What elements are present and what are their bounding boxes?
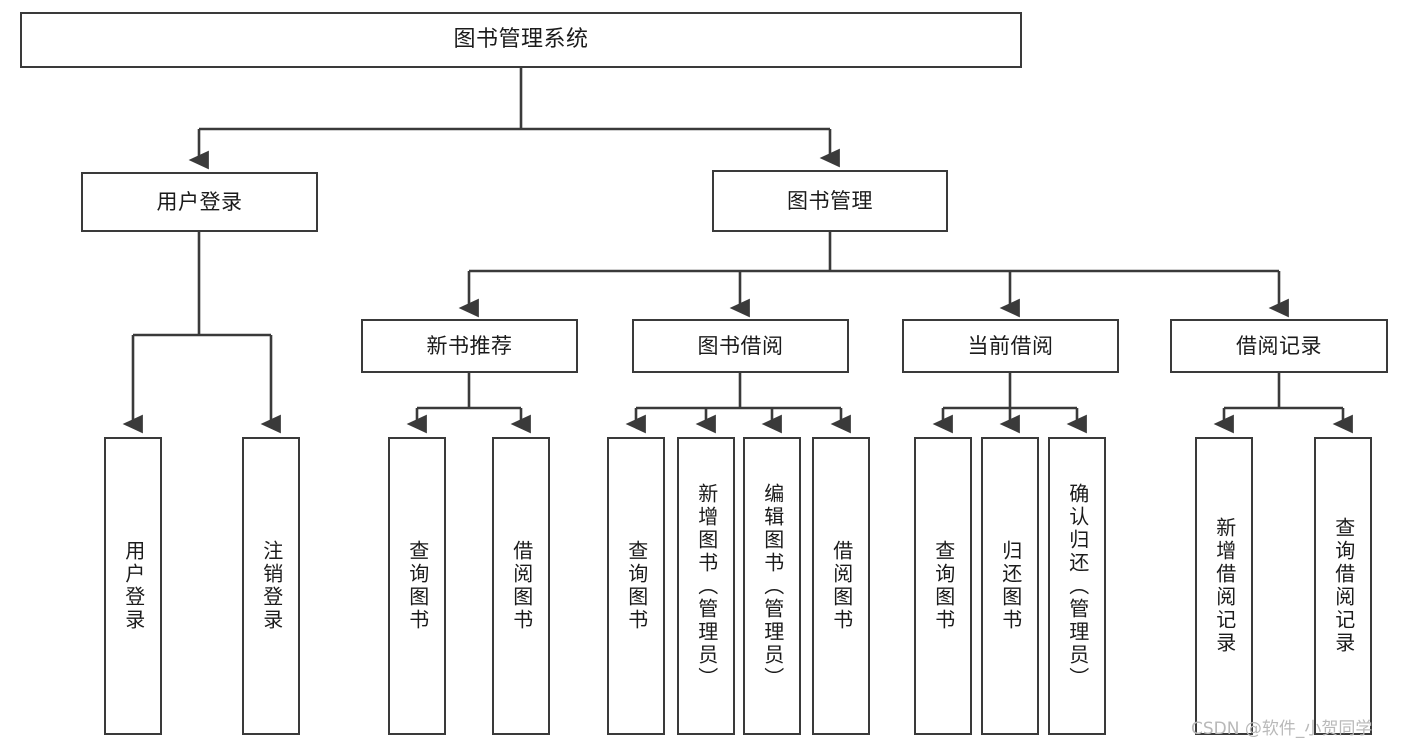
node-label: 查询图书 — [624, 540, 649, 632]
node-label: 图书管理 — [787, 188, 873, 213]
node-label: 用户登录 — [156, 189, 243, 214]
node-leaf-query-borrow-record[interactable]: 查询借阅记录 — [1314, 437, 1372, 735]
csdn-watermark: CSDN @软件_小贺同学 — [1191, 719, 1373, 739]
node-new-book-recommendation[interactable]: 新书推荐 — [361, 319, 578, 373]
node-label: 新书推荐 — [426, 333, 513, 358]
node-leaf-query-book-borrow[interactable]: 查询图书 — [607, 437, 665, 735]
node-label: 新增借阅记录 — [1212, 517, 1237, 655]
node-leaf-borrow-book[interactable]: 借阅图书 — [812, 437, 870, 735]
node-label: 查询图书 — [405, 540, 430, 632]
node-leaf-confirm-return-admin[interactable]: 确认归还（管理员） — [1048, 437, 1106, 735]
node-user-login[interactable]: 用户登录 — [81, 172, 318, 232]
node-current-borrowing[interactable]: 当前借阅 — [902, 319, 1119, 373]
node-label: 当前借阅 — [967, 333, 1054, 358]
node-leaf-return-book[interactable]: 归还图书 — [981, 437, 1039, 735]
node-label: 图书借阅 — [697, 333, 784, 358]
node-leaf-add-book-admin[interactable]: 新增图书（管理员） — [677, 437, 735, 735]
node-label: 用户登录 — [121, 540, 146, 632]
node-label: 新增图书（管理员） — [694, 482, 719, 690]
node-label: 注销登录 — [259, 540, 284, 632]
node-book-management[interactable]: 图书管理 — [712, 170, 948, 232]
node-leaf-query-book-recommend[interactable]: 查询图书 — [388, 437, 446, 735]
node-label: 查询图书 — [931, 540, 956, 632]
node-borrow-record[interactable]: 借阅记录 — [1170, 319, 1388, 373]
node-label: 借阅记录 — [1236, 333, 1322, 358]
node-label: 借阅图书 — [829, 540, 854, 632]
node-label: 图书管理系统 — [453, 27, 589, 53]
node-leaf-logout[interactable]: 注销登录 — [242, 437, 300, 735]
node-root-book-management-system[interactable]: 图书管理系统 — [20, 12, 1022, 68]
node-label: 编辑图书（管理员） — [760, 482, 785, 690]
node-label: 查询借阅记录 — [1331, 517, 1356, 655]
node-label: 确认归还（管理员） — [1065, 482, 1090, 690]
node-leaf-user-login[interactable]: 用户登录 — [104, 437, 162, 735]
node-leaf-borrow-book-recommend[interactable]: 借阅图书 — [492, 437, 550, 735]
node-book-borrowing[interactable]: 图书借阅 — [632, 319, 849, 373]
node-label: 归还图书 — [998, 540, 1023, 632]
node-leaf-edit-book-admin[interactable]: 编辑图书（管理员） — [743, 437, 801, 735]
node-leaf-query-book-current[interactable]: 查询图书 — [914, 437, 972, 735]
node-label: 借阅图书 — [509, 540, 534, 632]
node-leaf-add-borrow-record[interactable]: 新增借阅记录 — [1195, 437, 1253, 735]
